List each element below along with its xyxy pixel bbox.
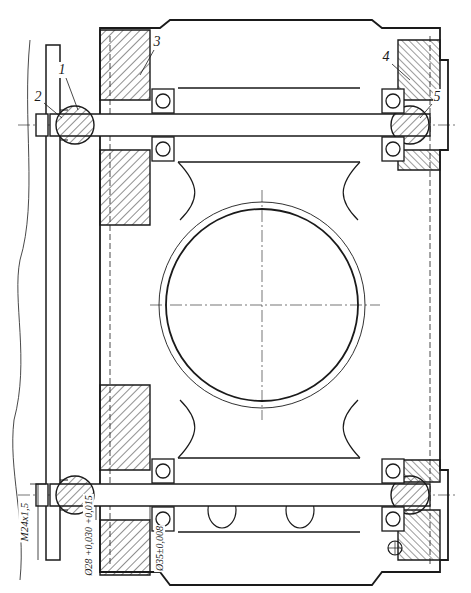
center-line (18, 125, 455, 495)
gear (100, 385, 150, 470)
bearing-ball (156, 512, 170, 526)
plate-hub (60, 110, 68, 510)
bearing (382, 459, 404, 483)
shaft (50, 484, 430, 506)
bearing-ball (386, 94, 400, 108)
diameter-dimension: Ø28 +0,030 +0,015 (83, 494, 94, 577)
bearing (152, 137, 174, 161)
callout-number: 1 (58, 62, 67, 77)
dimension-line (30, 484, 46, 560)
leader-line (140, 50, 154, 75)
bearing-ball (386, 512, 400, 526)
bearing (152, 89, 174, 113)
callout-number: 5 (433, 89, 442, 104)
bearing (152, 459, 174, 483)
bearing-ball (156, 464, 170, 478)
dimension-line (96, 506, 150, 520)
bearing (382, 89, 404, 113)
callout-number: 4 (382, 49, 391, 64)
bearing (382, 507, 404, 531)
housing-wall (178, 88, 360, 532)
gear (100, 30, 150, 100)
leader-line (392, 64, 410, 80)
ball-joint (56, 106, 94, 144)
leader-line (44, 103, 62, 118)
thread-dimension: М24х1,5 (18, 502, 30, 543)
diameter-dimension: Ø35±0,008 (155, 524, 166, 571)
bearing-ball (386, 142, 400, 156)
bearing-ball (386, 464, 400, 478)
nut (36, 114, 48, 136)
callout-number: 2 (34, 89, 43, 104)
bearing-ball (156, 94, 170, 108)
bearing (382, 137, 404, 161)
leader-line (420, 104, 432, 118)
leader-line (66, 78, 78, 110)
callout-number: 3 (153, 34, 162, 49)
gear (100, 150, 150, 225)
shaft (50, 114, 430, 136)
break-line (13, 40, 30, 580)
gear (100, 520, 150, 575)
housing-rib (178, 162, 360, 458)
bearing-ball (156, 142, 170, 156)
